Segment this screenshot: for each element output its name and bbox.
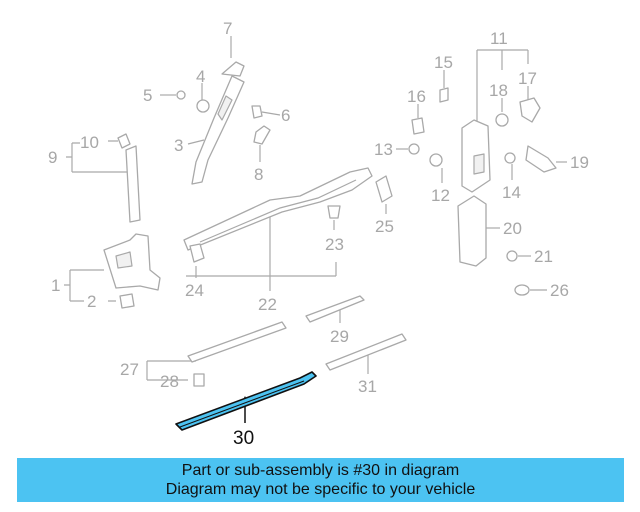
callout-7: 7 [223, 19, 232, 38]
callout-17: 17 [518, 69, 537, 88]
callout-20: 20 [503, 219, 522, 238]
callout-28: 28 [160, 372, 179, 391]
part-16-shape [411, 117, 425, 135]
part-26-shape [514, 284, 530, 296]
leader-lines [64, 36, 567, 423]
part-6-shape [251, 105, 263, 119]
info-banner: Part or sub-assembly is #30 in diagram D… [17, 458, 624, 502]
callout-21: 21 [534, 247, 553, 266]
part-7-shape [221, 61, 245, 77]
callout-27: 27 [120, 360, 139, 379]
part-4-shape [196, 99, 210, 113]
part-29-shape [305, 295, 365, 323]
parts-diagram: 7 4 5 6 3 8 9 10 1 2 11 15 16 17 18 13 1… [48, 19, 589, 449]
part-14-shape [504, 152, 516, 164]
part-19-shape [525, 145, 557, 173]
callout-24: 24 [185, 281, 204, 300]
callout-19: 19 [570, 153, 589, 172]
callout-29: 29 [330, 327, 349, 346]
part-24-shape [189, 243, 205, 263]
callout-3: 3 [174, 136, 183, 155]
callout-26: 26 [550, 281, 569, 300]
banner-line-part-number: Part or sub-assembly is #30 in diagram [181, 462, 460, 479]
callout-14: 14 [502, 183, 521, 202]
part-31-shape [325, 333, 407, 371]
part-13-shape [408, 143, 420, 155]
part-20-shape [457, 195, 487, 267]
part-2-shape [119, 293, 135, 309]
callout-1: 1 [51, 276, 60, 295]
part-27-shape [187, 321, 287, 363]
part-5-shape [176, 90, 186, 100]
part-shapes [103, 61, 557, 387]
highlighted-part-30 [175, 371, 317, 431]
callout-4: 4 [196, 67, 205, 86]
part-8-shape [253, 125, 271, 145]
part-28-shape [193, 373, 205, 387]
callout-31: 31 [358, 377, 377, 396]
part-23-shape [327, 205, 341, 219]
callout-12: 12 [431, 186, 450, 205]
part-3-shape [191, 75, 245, 185]
callout-5: 5 [143, 86, 152, 105]
callout-10: 10 [80, 133, 99, 152]
callout-15: 15 [434, 53, 453, 72]
part-18-shape [495, 113, 509, 127]
callout-18: 18 [489, 81, 508, 100]
part-21-shape [506, 250, 518, 262]
callout-9: 9 [48, 148, 57, 167]
callout-13: 13 [374, 140, 393, 159]
part-25-shape [375, 175, 393, 203]
callout-25: 25 [375, 217, 394, 236]
callout-23: 23 [325, 235, 344, 254]
callout-8: 8 [254, 165, 263, 184]
callout-2: 2 [87, 292, 96, 311]
callout-22: 22 [258, 295, 277, 314]
part-10-shape [117, 133, 131, 149]
callout-16: 16 [407, 87, 426, 106]
part-12-shape [429, 153, 443, 167]
part-15-shape [439, 87, 449, 103]
banner-line-disclaimer: Diagram may not be specific to your vehi… [165, 481, 476, 498]
callout-30-highlighted: 30 [233, 428, 254, 449]
callout-11: 11 [490, 29, 508, 48]
part-9-shape [125, 145, 141, 223]
part-17-shape [519, 97, 541, 123]
callout-6: 6 [281, 106, 290, 125]
callout-labels: 7 4 5 6 3 8 9 10 1 2 11 15 16 17 18 13 1… [48, 19, 589, 449]
